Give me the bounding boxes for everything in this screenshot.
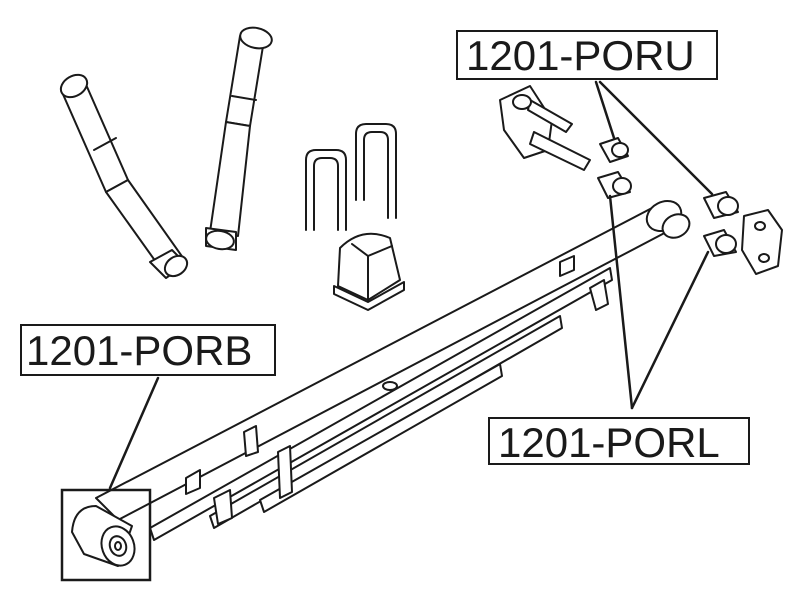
u-bolts (305, 123, 397, 231)
leader-lines (108, 80, 714, 490)
rear-bushings (597, 137, 632, 199)
callout-lower-bushing: 1201-PORL (488, 417, 750, 465)
callout-upper-bushing: 1201-PORU (456, 30, 718, 80)
front-bushings (703, 191, 739, 257)
leaf-spring (95, 200, 691, 541)
bump-stop (333, 232, 405, 311)
rear-eye-highlight-box (60, 488, 152, 582)
shackle-bracket (499, 85, 591, 171)
rear-eye-bushing (60, 488, 152, 582)
callout-bottom-bushing: 1201-PORB (20, 324, 276, 376)
shock-absorber-right (205, 26, 273, 251)
side-plate (741, 209, 783, 275)
shock-absorber-left (59, 73, 189, 279)
